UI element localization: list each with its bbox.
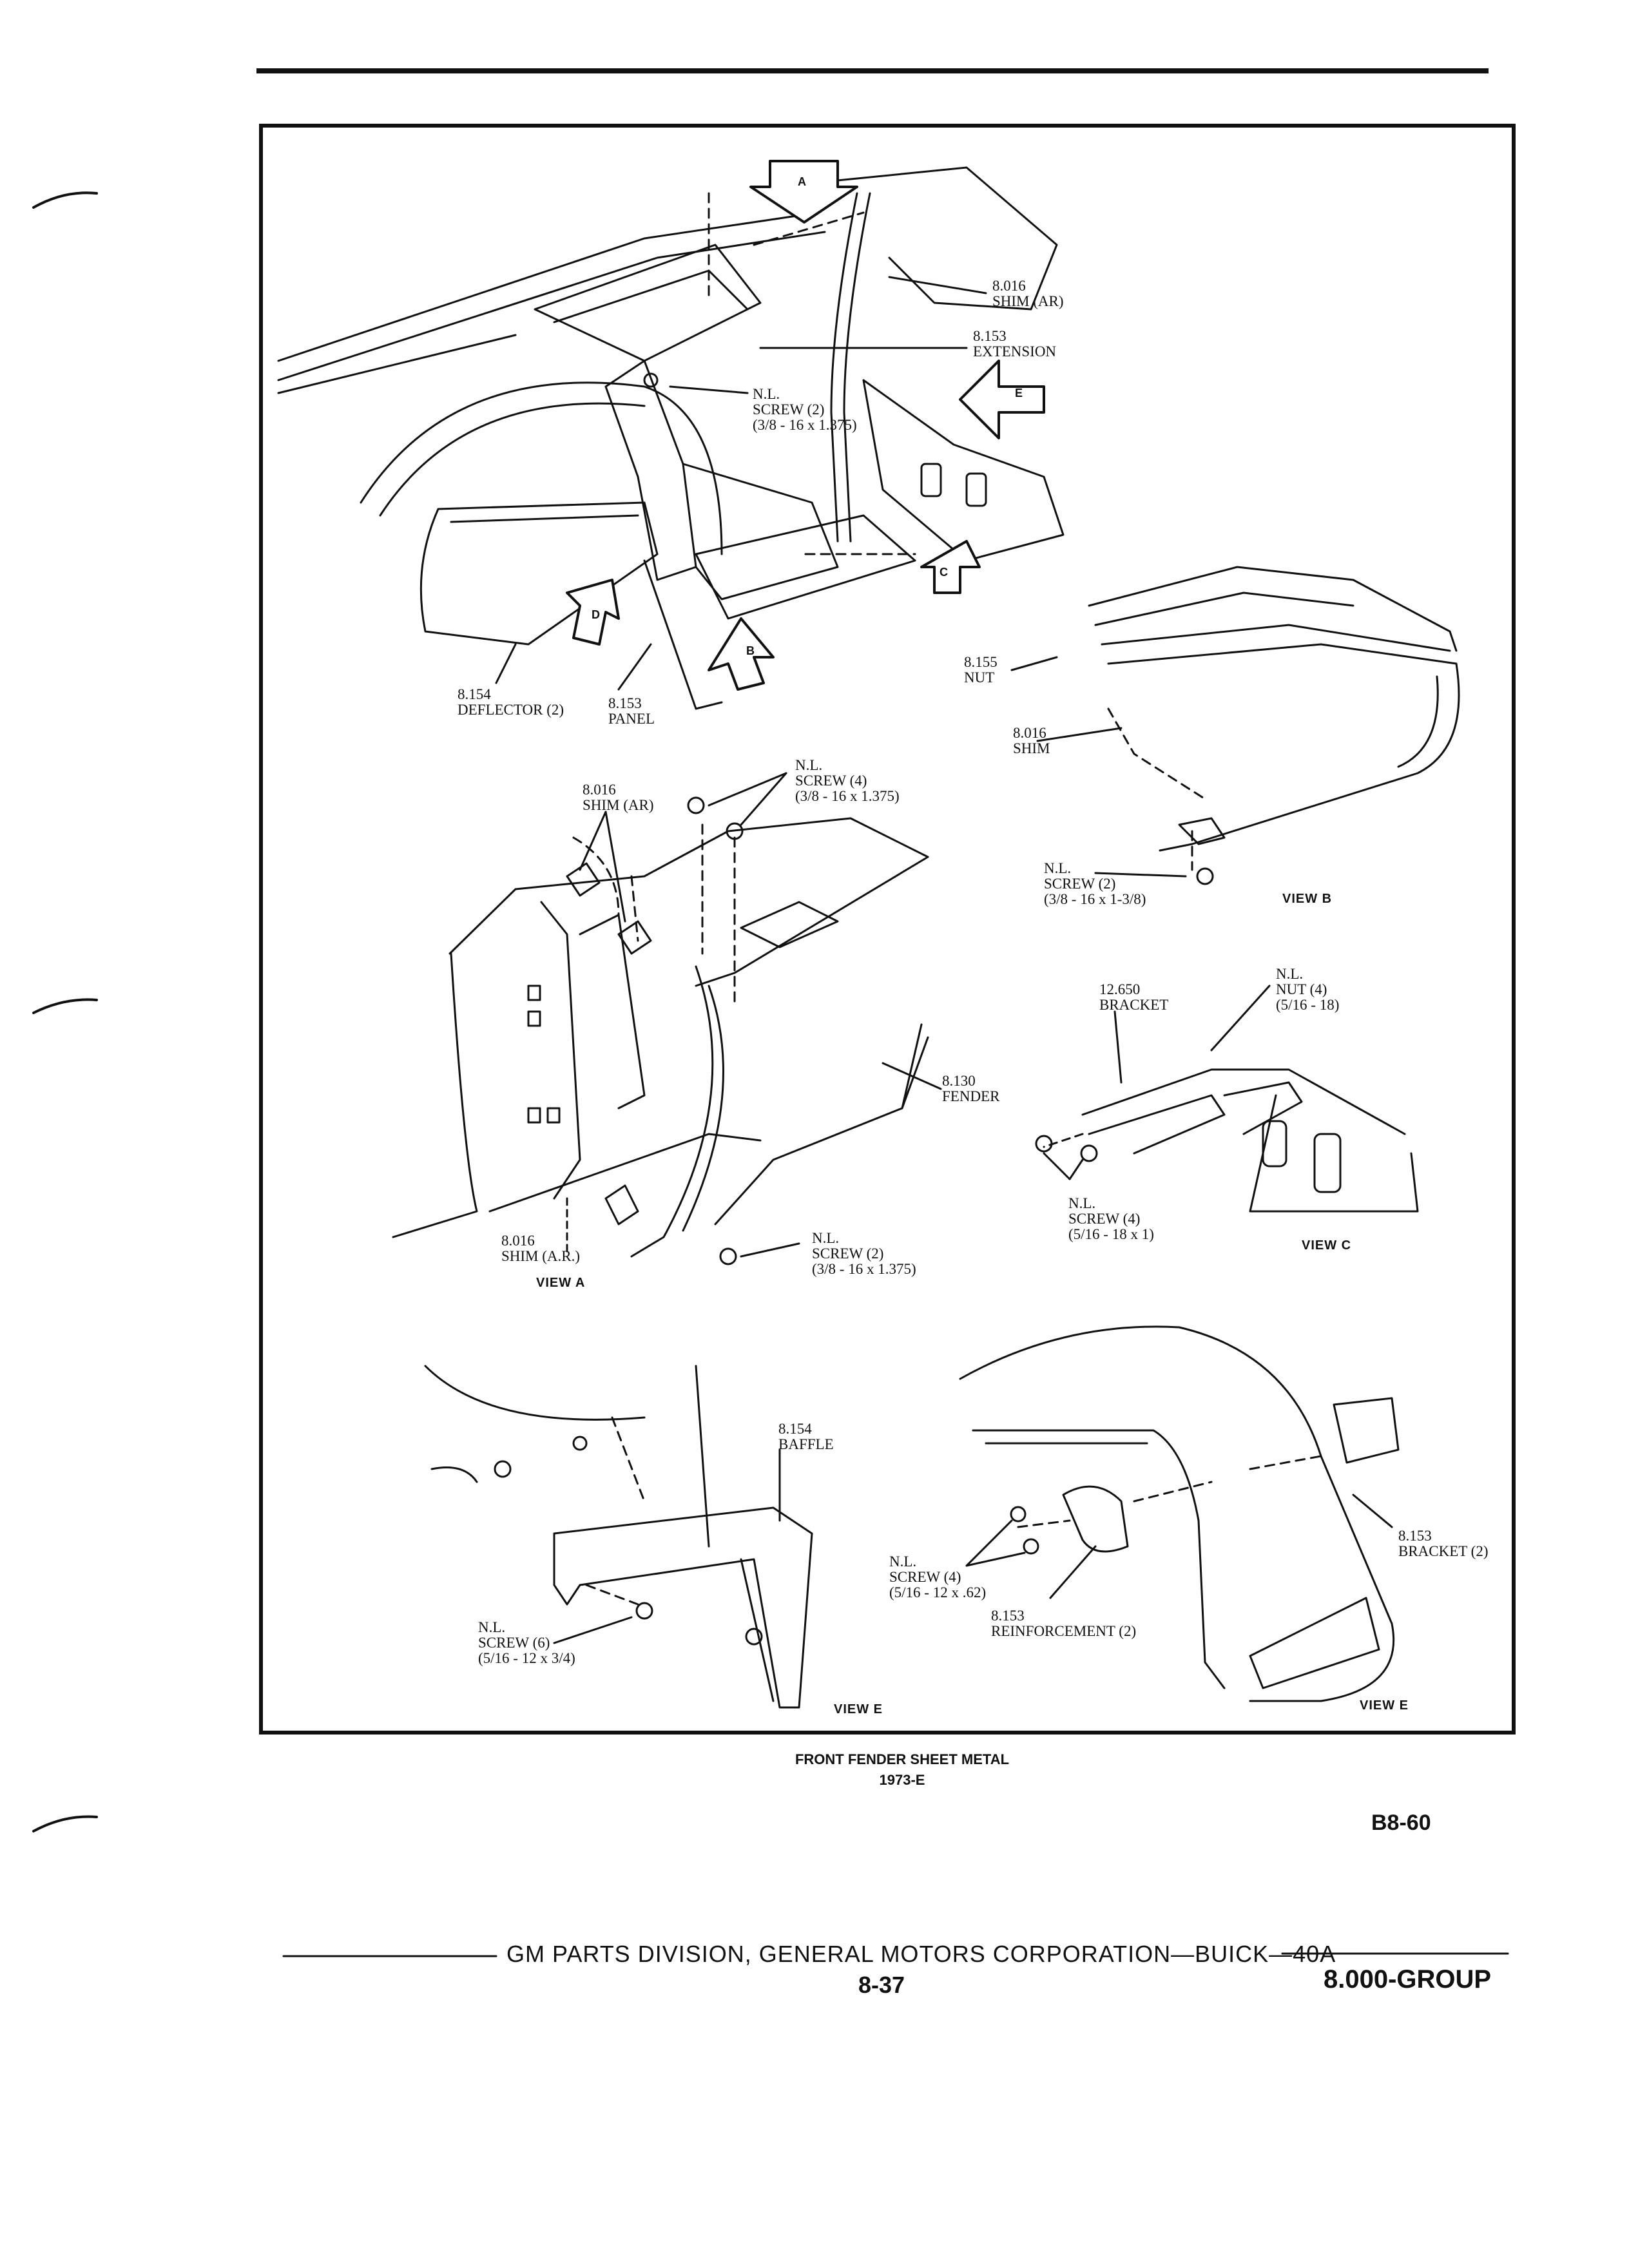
view-d-label: VIEW E (834, 1702, 883, 1716)
top-rule (256, 68, 1489, 73)
callout-bracket-c: 12.650 BRACKET (1099, 981, 1169, 1013)
callout-fender: 8.130 FENDER (942, 1073, 1000, 1104)
footer-publisher: GM PARTS DIVISION, GENERAL MOTORS CORPOR… (506, 1941, 1336, 1967)
callout-shim-ar-top: 8.016 SHIM (AR) (992, 278, 1064, 309)
view-a-drawing (392, 772, 942, 1265)
callout-bracket-e: 8.153 BRACKET (2) (1398, 1528, 1489, 1559)
callout-deflector: 8.154 DEFLECTOR (2) (458, 686, 564, 718)
view-b-label: VIEW B (1282, 892, 1333, 906)
view-c-drawing (1035, 985, 1419, 1213)
callout-shim-a-bottom: 8.016 SHIM (A.R.) (501, 1233, 581, 1264)
callout-nut-c: N.L. NUT (4) (5/16 - 18) (1276, 966, 1340, 1013)
arrow-e-letter: E (1015, 387, 1024, 399)
callout-extension: 8.153 EXTENSION (973, 328, 1057, 360)
arrow-a-letter: A (798, 175, 807, 188)
footer-group: 8.000-GROUP (1324, 1965, 1492, 1994)
callout-screw4-a: N.L. SCREW (4) (3/8 - 16 x 1.375) (795, 757, 900, 804)
page-code: B8-60 (1371, 1811, 1431, 1835)
view-b-drawing (1010, 566, 1460, 885)
callout-screw-c: N.L. SCREW (4) (5/16 - 18 x 1) (1068, 1195, 1154, 1242)
view-arrows (566, 160, 1045, 691)
diagram-frame (259, 124, 1516, 1735)
callout-reinforcement: 8.153 REINFORCEMENT (2) (991, 1608, 1137, 1639)
callout-baffle: 8.154 BAFFLE (778, 1421, 834, 1452)
arrow-c-letter: C (940, 566, 949, 579)
view-a-label: VIEW A (536, 1276, 586, 1290)
punch-marks (32, 191, 98, 1832)
callout-screw-b: N.L. SCREW (2) (3/8 - 16 x 1-3/8) (1044, 860, 1146, 907)
callout-screw2-a: N.L. SCREW (2) (3/8 - 16 x 1.375) (812, 1230, 916, 1277)
callout-panel: 8.153 PANEL (608, 695, 655, 727)
callout-shim-b: 8.016 SHIM (1013, 725, 1050, 756)
callout-screw-top: N.L. SCREW (2) (3/8 - 16 x 1.375) (753, 386, 857, 433)
caption-title: FRONT FENDER SHEET METAL (795, 1751, 1010, 1767)
callout-screw6: N.L. SCREW (6) (5/16 - 12 x 3/4) (478, 1619, 575, 1666)
callout-shim-ar-a: 8.016 SHIM (AR) (583, 782, 654, 813)
caption-subtitle: 1973-E (879, 1772, 925, 1788)
footer-page-number: 8-37 (858, 1972, 905, 1998)
view-e-label: VIEW E (1360, 1698, 1409, 1713)
arrow-b-letter: B (746, 644, 755, 657)
view-wheelhouse-drawing (959, 1325, 1400, 1702)
view-baffle-drawing (424, 1365, 813, 1709)
main-view (277, 166, 1065, 710)
arrow-d-letter: D (592, 608, 601, 621)
view-c-label: VIEW C (1302, 1238, 1352, 1253)
callout-nut-b: 8.155 NUT (964, 654, 998, 686)
callout-screw4-e: N.L. SCREW (4) (5/16 - 12 x .62) (889, 1553, 987, 1600)
